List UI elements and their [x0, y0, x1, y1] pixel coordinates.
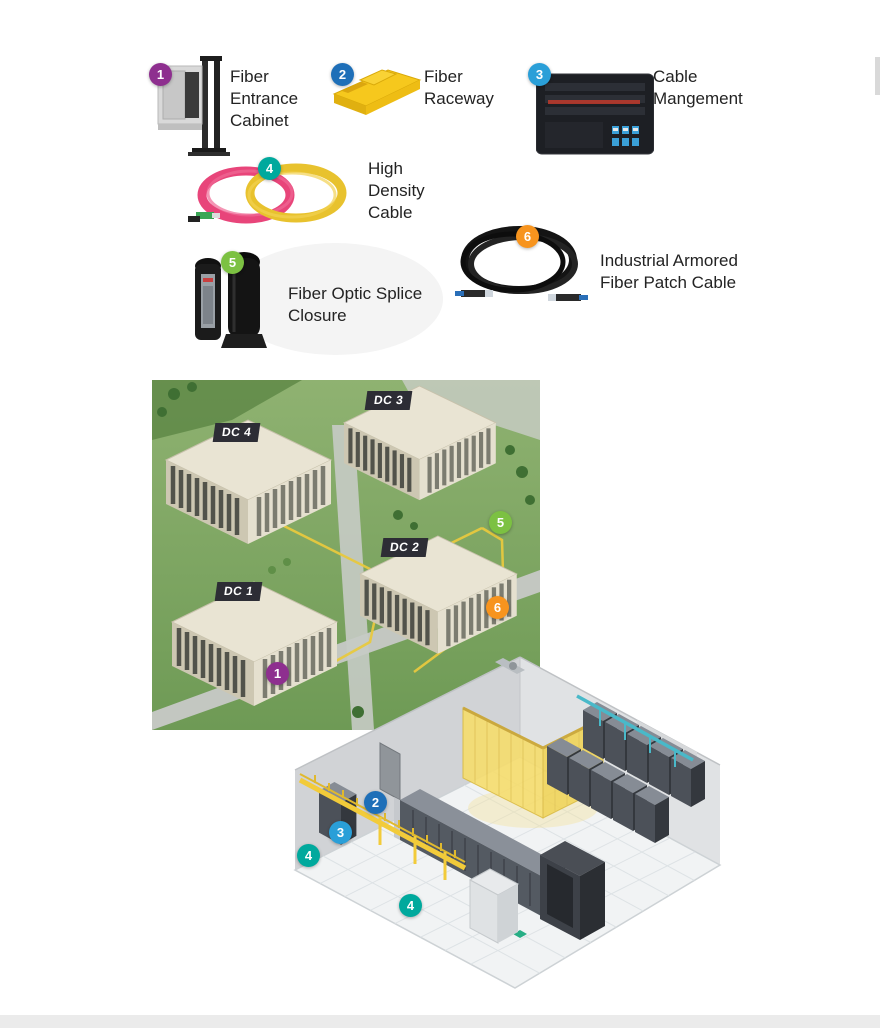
- interior-marker-4b: 4: [399, 894, 422, 917]
- campus-marker-5: 5: [489, 511, 512, 534]
- product-2-badge: 2: [331, 63, 354, 86]
- campus-aerial-view: DC 4 DC 3 DC 2 DC 1 5 6 1: [152, 380, 540, 730]
- high-density-cable-image: [188, 160, 358, 233]
- interior-illustration: [293, 656, 722, 989]
- splice-closure-backdrop: [228, 243, 443, 355]
- product-4-name: High Density Cable: [368, 159, 425, 222]
- teal-cable-tray: [576, 694, 694, 767]
- interior-marker-3: 3: [329, 821, 352, 844]
- product-2-name: Fiber Raceway: [424, 67, 494, 108]
- interior-marker-2: 2: [364, 791, 387, 814]
- building-label-dc4: DC 4: [212, 423, 261, 442]
- product-1-badge: 1: [149, 63, 172, 86]
- product-5-badge: 5: [221, 251, 244, 274]
- campus-marker-6: 6: [486, 596, 509, 619]
- fiber-entrance-cabinet-image: [152, 52, 230, 163]
- building-label-dc3: DC 3: [364, 391, 413, 410]
- product-1-name: Fiber Entrance Cabinet: [230, 67, 299, 130]
- dark-cabinet-unit: [540, 841, 605, 940]
- bottom-divider-strip: [0, 1015, 880, 1028]
- product-5-name: Fiber Optic Splice Closure: [288, 284, 423, 325]
- data-center-interior: 2 3 4 4: [285, 650, 730, 995]
- building-label-dc1: DC 1: [214, 582, 263, 601]
- ceiling-fan-icon: [495, 658, 525, 674]
- campus-marker-1: 1: [266, 662, 289, 685]
- product-3-badge: 3: [528, 63, 551, 86]
- product-4-badge: 4: [258, 157, 281, 180]
- fiber-raceway-image: [330, 60, 425, 127]
- building-label-dc2: DC 2: [380, 538, 429, 557]
- armored-patch-cable-image: [455, 220, 595, 313]
- product-3-name: Cable Mangement: [653, 67, 743, 108]
- cable-management-image: [535, 70, 655, 163]
- interior-marker-4a: 4: [297, 844, 320, 867]
- product-6-name: Industrial Armored Fiber Patch Cable: [600, 251, 738, 292]
- product-6-badge: 6: [516, 225, 539, 248]
- page-edge-fragment: [875, 57, 880, 95]
- crac-unit: [468, 868, 520, 944]
